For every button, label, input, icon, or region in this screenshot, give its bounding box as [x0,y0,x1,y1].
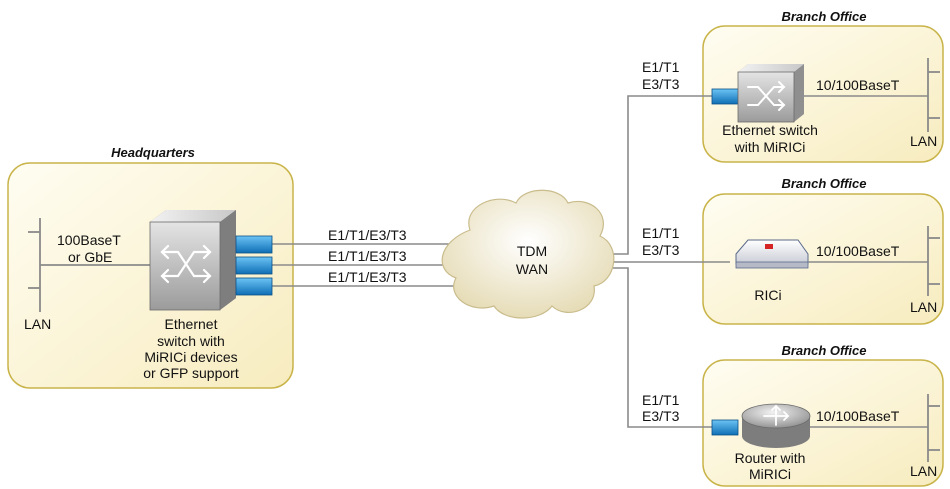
branch-lan-link-label-3: 10/100BaseT [816,408,900,424]
headquarters-title: Headquarters [111,145,195,160]
wan-label-line2: WAN [516,261,548,277]
branch-link-label-1-line2: E3/T3 [642,76,680,92]
rici-device [735,239,809,269]
hq-lan-label: LAN [24,316,51,332]
sfp-module-icon [235,277,273,296]
branch-device-caption-1-line1: Ethernet switch [722,122,818,138]
branch-lan-label-1: LAN [910,133,937,149]
branch-lan-link-label-2: 10/100BaseT [816,243,900,259]
branch-link-label-3-line1: E1/T1 [642,392,680,408]
branch-office-title-1: Branch Office [781,9,866,24]
branch-lan-link-label-1: 10/100BaseT [816,77,900,93]
sfp-module-icon [711,419,739,436]
hq-uplink-label-1: E1/T1/E3/T3 [328,227,407,243]
branch-lan-bus-3 [927,394,940,462]
branch-device-caption-3-line2: MiRICi [749,466,791,482]
branch-office-title-2: Branch Office [781,176,866,191]
router-arrows-icon [763,404,790,426]
branch-lan-bus-2 [927,226,940,296]
switch-arrows-icon [747,81,786,111]
hq-switch-caption-line3: MiRICi devices [144,349,237,365]
hq-ethernet-switch [149,210,236,311]
branch-lan-label-3: LAN [910,463,937,479]
sfp-module-icon [711,88,739,105]
branch-link-label-3-line2: E3/T3 [642,408,680,424]
branch-office-title-3: Branch Office [781,343,866,358]
branch-lan-bus-1 [927,58,940,132]
router-device [741,403,811,448]
wan-links [272,95,730,428]
hq-lan-bus [28,218,150,312]
branch-device-caption-2-line1: RICi [754,287,781,303]
sfp-module-icon [235,235,273,254]
hq-lan-link-label-line2: or GbE [68,249,112,265]
hq-uplink-label-3: E1/T1/E3/T3 [328,269,407,285]
hq-lan-link-label-line1: 100BaseT [57,232,121,248]
tdm-wan-cloud: TDM WAN [441,189,615,319]
hq-switch-caption-line4: or GFP support [143,365,239,381]
switch-arrows-icon [160,244,212,284]
branch-office-box-2 [702,193,944,325]
branch-link-label-2-line2: E3/T3 [642,242,680,258]
branch-link-label-1-line1: E1/T1 [642,59,680,75]
hq-switch-caption-line1: Ethernet [165,316,218,332]
branch-link-label-2-line1: E1/T1 [642,225,680,241]
branch-ethernet-switch [737,64,804,123]
branch-office-box-1 [702,25,944,163]
branch-lan-label-2: LAN [910,299,937,315]
sfp-module-icon [235,256,273,275]
hq-uplink-label-2: E1/T1/E3/T3 [328,248,407,264]
branch-device-caption-1-line2: with MiRICi [734,139,806,155]
hq-sfp-modules [235,235,273,296]
wan-label-line1: TDM [517,243,547,259]
rici-logo-icon [765,244,773,249]
branch-office-box-3 [702,359,944,487]
branch-device-caption-3-line1: Router with [735,450,806,466]
hq-switch-caption-line2: switch with [157,333,225,349]
